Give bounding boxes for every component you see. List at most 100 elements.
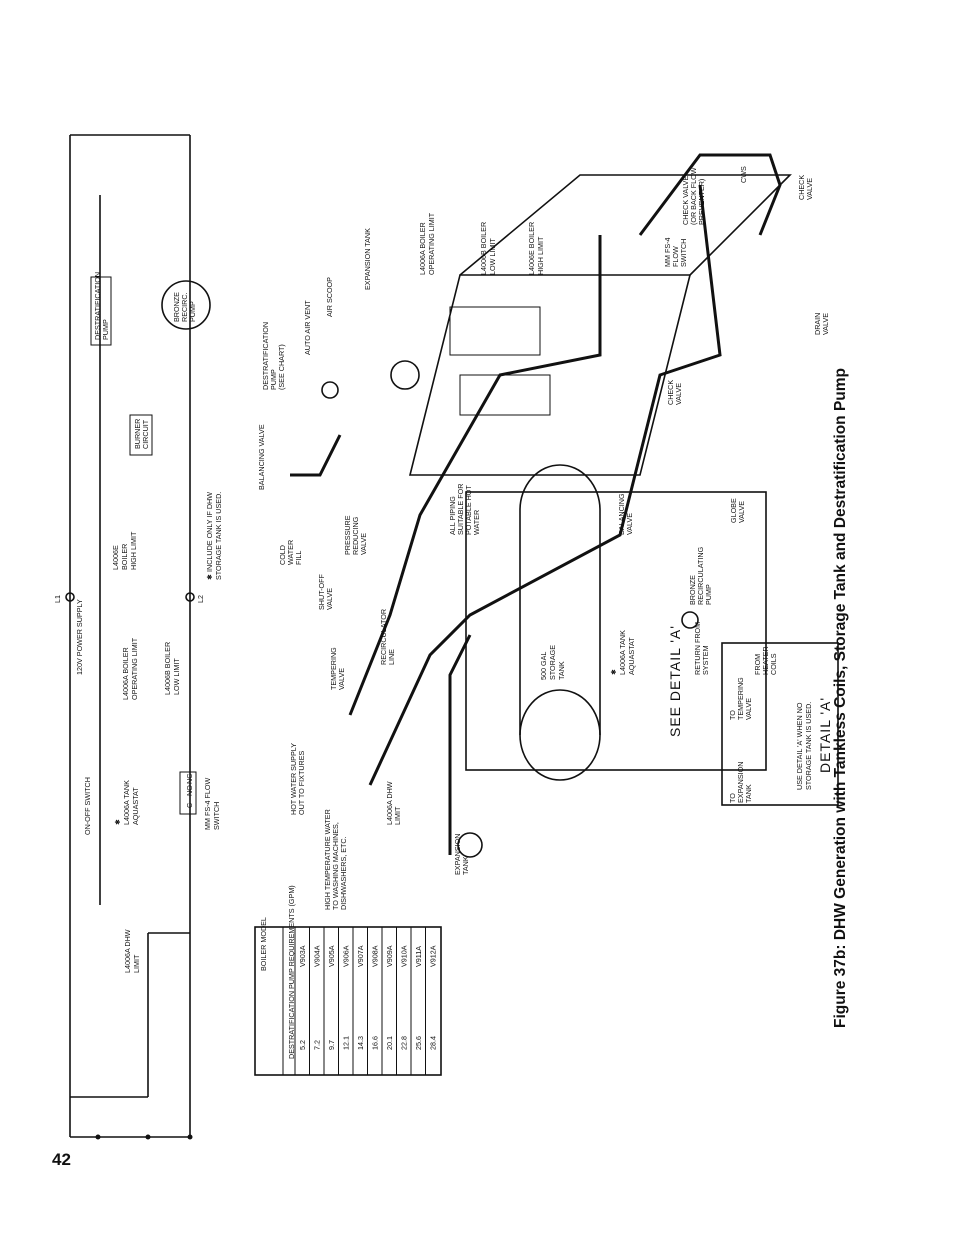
l1-terminal [65, 592, 75, 602]
storage-tank-far-end [519, 464, 601, 511]
wiring-note: ✱ INCLUDE ONLY IF DHWSTORAGE TANK IS USE… [205, 492, 223, 580]
storage-tank-end [519, 689, 601, 781]
all-piping-label: ALL PIPINGSUITABLE FORPOTABLE HOTWATER [448, 484, 481, 535]
high-limit-label: L4006E BOILERHIGH LIMIT [527, 222, 545, 275]
page-number: 42 [52, 1150, 71, 1169]
burner-circuit-label: BURNERCIRCUIT [133, 419, 150, 449]
flow-switch-no: NO [185, 785, 194, 796]
detail-to-expansion: TOEXPANSIONTANK [728, 762, 753, 803]
table-cell-model: V910A [400, 945, 409, 967]
high-temp-water-label: HIGH TEMPERATURE WATERTO WASHING MACHINE… [323, 809, 348, 910]
destrat-pump-box [90, 276, 112, 346]
table-rows: V903A5.2V904A7.2V905A9.7V906A12.1V907A14… [294, 927, 438, 1075]
bronze-pump-label: BRONZERECIRC.PUMP [172, 292, 197, 322]
auto-air-vent-label: AUTO AIR VENT [303, 300, 312, 355]
table-cell-gpm: 7.2 [313, 1040, 322, 1050]
table-cell-model: V906A [342, 945, 351, 967]
cold-water-fill-label: COLDWATERFILL [278, 540, 303, 565]
table-cell-model: V911A [414, 946, 423, 967]
destrat-pump-label: DESTRATIFICATIONPUMP [93, 272, 110, 340]
tank-aquastat-label: ✱L4006A TANKAQUASTAT [113, 780, 140, 825]
table-cell-model: V904A [313, 945, 322, 967]
destrat-pump-symbol [321, 381, 339, 399]
boiler-low-limit-label: L4006B BOILERLOW LIMIT [163, 642, 181, 695]
low-limit-label: L4006B BOILERLOW LIMIT [479, 222, 497, 275]
table-cell-gpm: 25.6 [414, 1036, 423, 1050]
storage-tank-detail-border [465, 491, 767, 771]
detail-note: USE DETAIL 'A' WHEN NOSTORAGE TANK IS US… [795, 702, 813, 790]
coil-block-2 [459, 374, 551, 416]
piping-diagram: 500 GALSTORAGETANK ✱L4006A TANKAQUASTAT … [257, 153, 839, 910]
power-supply-label: 120V POWER SUPPLY [75, 599, 84, 675]
table-header-gpm: DESTRATIFICATION PUMP REQUIREMENTS (GPM) [287, 885, 296, 1059]
check-valve-right-label: CHECKVALVE [797, 175, 814, 200]
drain-valve-label: DRAINVALVE [813, 313, 830, 335]
junction-dot [187, 1134, 193, 1140]
table-cell-gpm: 9.7 [327, 1040, 336, 1050]
table-frame [254, 926, 442, 1076]
l2-label: L2 [196, 595, 205, 603]
pipe-expansion-branch [448, 634, 472, 855]
table-cell-gpm: 12.1 [342, 1036, 351, 1050]
pipe-hot-loop [368, 184, 722, 786]
pump-requirements-table: BOILER MODEL DESTRATIFICATION PUMP REQUI… [254, 885, 442, 1076]
storage-tank-label: 500 GALSTORAGETANK [539, 645, 566, 680]
recirculator-line-label: RECIRCULATORLINE [379, 609, 396, 665]
detail-from-heater: FROMHEATERCOILS [753, 646, 778, 675]
flow-switch-label: MM FS-4FLOWSWITCH [663, 237, 688, 267]
pressure-reducing-label: PRESSUREREDUCINGVALVE [343, 515, 368, 555]
junction-dot [95, 1134, 101, 1140]
expansion-tank-top-label: EXPANSION TANK [363, 228, 372, 290]
table-cell-model: V907A [356, 945, 365, 967]
table-cell-model: V905A [327, 945, 336, 967]
flow-switch-nc: NC [185, 774, 194, 784]
dhw-limit-label: L4006A DHWLIMIT [123, 929, 141, 973]
burner-circuit-box [129, 414, 153, 456]
table-cell-gpm: 28.4 [429, 1036, 438, 1050]
flow-switch-label: MM FS-4 FLOWSWITCH [203, 777, 221, 830]
see-detail-label: SEE DETAIL 'A' [667, 625, 683, 737]
operating-limit-label: L4006A BOILEROPERATING LIMIT [418, 212, 436, 275]
pipe-recirc-loop [348, 235, 602, 716]
bronze-pump-label: BRONZERECIRCULATINGPUMP [688, 546, 713, 605]
balancing-valve-right-label: BALANCINGVALVE [617, 493, 634, 535]
wiring-diagram: L1 120V POWER SUPPLY L2 ON-OFF SWITCH L4… [53, 134, 223, 1140]
on-off-switch-label: ON-OFF SWITCH [83, 777, 92, 835]
coil-block-1 [449, 306, 541, 356]
pipe-cws [638, 153, 782, 236]
table-cell-gpm: 22.8 [400, 1036, 409, 1050]
tank-aquastat-label: ✱L4006A TANKAQUASTAT [609, 630, 636, 675]
bronze-pump-symbol [161, 280, 211, 330]
table-header-model: BOILER MODEL [259, 917, 268, 971]
destrat-pump-label: DESTRATIFICATIONPUMP(SEE CHART) [261, 322, 286, 390]
check-valve-top-label: CHECK VALVE(OR BACK FLOWPREVENTER) [681, 167, 706, 225]
table-cell-gpm: 20.1 [385, 1036, 394, 1050]
flow-switch-box [179, 771, 197, 815]
detail-a-title: DETAIL 'A' [817, 697, 833, 773]
boiler-op-limit-label: L4006A BOILEROPERATING LIMIT [121, 637, 139, 700]
globe-valve-symbol [681, 611, 699, 629]
globe-valve-label: GLOBEVALVE [729, 498, 746, 523]
table-cell-model: V909A [385, 945, 394, 967]
shut-off-label: SHUT-OFFVALVE [317, 573, 334, 610]
l2-terminal [185, 592, 195, 602]
expansion-tank-symbol [457, 832, 483, 858]
junction-dot [145, 1134, 151, 1140]
return-from-system-label: RETURN FROMSYSTEM [693, 622, 710, 675]
table-cell-gpm: 16.6 [371, 1036, 380, 1050]
air-scoop-tank-symbol [390, 360, 420, 390]
air-scoop-label: AIR SCOOP [325, 277, 334, 317]
check-valve-mid-label: CHECKVALVE [666, 380, 683, 405]
balancing-valve-left-label: BALANCING VALVE [257, 424, 266, 490]
table-cell-gpm: 14.3 [356, 1036, 365, 1050]
flow-switch-c: C [185, 803, 194, 808]
l1-label: L1 [53, 595, 62, 603]
table-cell-gpm: 5.2 [298, 1040, 307, 1050]
cws-label: CWS [739, 166, 748, 183]
hot-water-supply-label: HOT WATER SUPPLYOUT TO FIXTURES [289, 743, 306, 815]
boiler-top [459, 174, 792, 276]
pipe-cold-fill [290, 434, 342, 477]
table-cell-model: V912A [429, 945, 438, 967]
